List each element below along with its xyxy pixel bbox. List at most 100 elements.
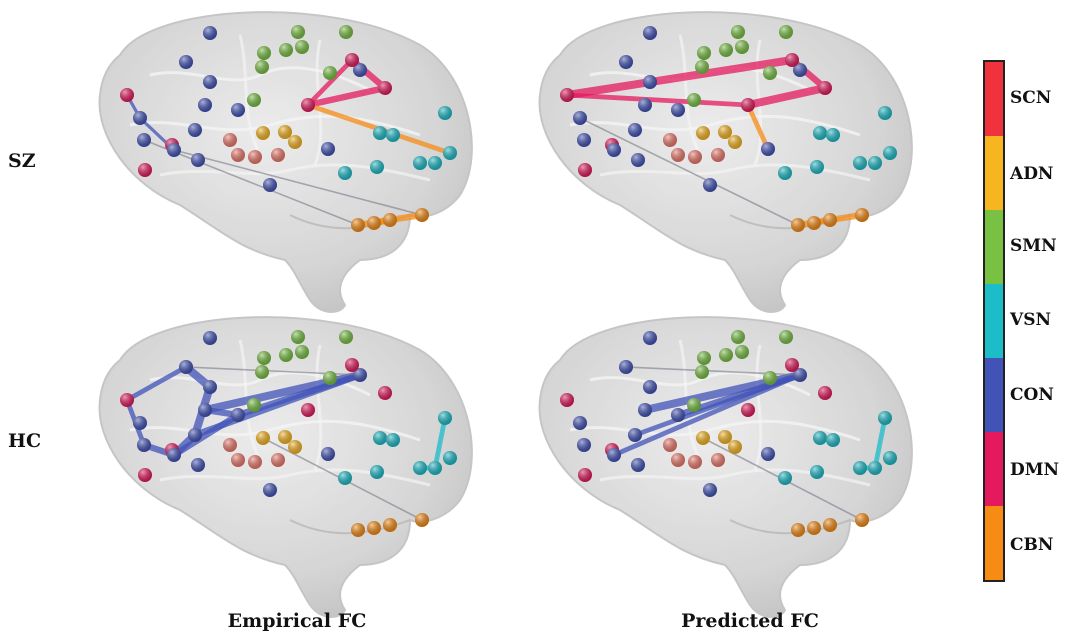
brain-node-shading [438, 106, 452, 120]
brain-node-shading [741, 403, 755, 417]
brain-node-shading [868, 461, 882, 475]
colorbar-label-smn: SMN [1010, 236, 1057, 256]
brain-node-shading [793, 63, 807, 77]
brain-node-shading [428, 156, 442, 170]
brain-node-shading [179, 55, 193, 69]
brain-node-shading [763, 66, 777, 80]
brain-node-shading [718, 430, 732, 444]
brain-node-shading [255, 365, 269, 379]
brain-node-shading [120, 393, 134, 407]
connection-edge [564, 92, 751, 108]
brain-node-shading [288, 440, 302, 454]
brain-node-shading [203, 331, 217, 345]
brain-node-shading [383, 213, 397, 227]
brain-node-shading [231, 453, 245, 467]
colorbar-segment-smn [985, 210, 1003, 284]
colorbar-label-con: CON [1010, 385, 1054, 405]
brain-node-shading [823, 213, 837, 227]
brain-node-shading [697, 46, 711, 60]
brain-node-shading [643, 26, 657, 40]
brain-node-shading [291, 25, 305, 39]
brain-node-shading [663, 133, 677, 147]
brain-node-shading [345, 358, 359, 372]
brain-node-shading [855, 208, 869, 222]
connection-edge [745, 102, 771, 152]
brain-node-shading [351, 523, 365, 537]
brain-node-shading [688, 150, 702, 164]
colorbar-segment-con [985, 358, 1003, 432]
brain-node-shading [301, 403, 315, 417]
brain-node-shading [386, 128, 400, 142]
connection-edge [173, 149, 423, 216]
brain-node-shading [607, 448, 621, 462]
brain-node-shading [607, 143, 621, 157]
brain-node-shading [203, 75, 217, 89]
brain-node-shading [696, 431, 710, 445]
brain-node-shading [643, 380, 657, 394]
brain-node-shading [271, 148, 285, 162]
brain-node-shading [741, 98, 755, 112]
brain-node-shading [761, 447, 775, 461]
brain-node-shading [231, 148, 245, 162]
brain-node-shading [823, 518, 837, 532]
brain-node-shading [663, 438, 677, 452]
brain-node-shading [137, 133, 151, 147]
brain-node-shading [711, 453, 725, 467]
colorbar-segment-scn [985, 62, 1003, 136]
connection-edge [744, 84, 829, 109]
brain-node-shading [853, 156, 867, 170]
brain-node-shading [778, 166, 792, 180]
brain-node-shading [198, 403, 212, 417]
brain-node-shading [826, 128, 840, 142]
brain-node-shading [671, 408, 685, 422]
brain-node-shading [696, 126, 710, 140]
brain-node-shading [631, 458, 645, 472]
brain-node-shading [883, 146, 897, 160]
brain-node-shading [203, 380, 217, 394]
brain-node-shading [728, 135, 742, 149]
brain-node-shading [578, 163, 592, 177]
brain-node-shading [703, 483, 717, 497]
brain-node-shading [578, 468, 592, 482]
brain-node-shading [853, 461, 867, 475]
brain-node-shading [256, 126, 270, 140]
brain-node-shading [338, 166, 352, 180]
brain-node-shading [728, 440, 742, 454]
brain-node-shading [413, 156, 427, 170]
brain-node-shading [353, 368, 367, 382]
brain-node-shading [428, 461, 442, 475]
brain-node-shading [295, 345, 309, 359]
brain-node-shading [719, 43, 733, 57]
colorbar-label-vsn: VSN [1010, 310, 1052, 330]
brain-node-shading [619, 360, 633, 374]
brain-node-shading [138, 468, 152, 482]
brain-node-shading [367, 216, 381, 230]
brain-node-shading [560, 88, 574, 102]
brain-node-shading [386, 433, 400, 447]
colorbar-segment-dmn [985, 432, 1003, 506]
brain-node-shading [731, 330, 745, 344]
colorbar-label-scn: SCN [1010, 88, 1052, 108]
brain-node-shading [351, 218, 365, 232]
brain-node-shading [763, 371, 777, 385]
brain-node-shading [288, 135, 302, 149]
brain-node-shading [779, 330, 793, 344]
brain-node-shading [256, 431, 270, 445]
brain-node-shading [628, 123, 642, 137]
brain-node-shading [878, 106, 892, 120]
brain-node-shading [791, 523, 805, 537]
brain-node-shading [231, 408, 245, 422]
brain-node-shading [138, 163, 152, 177]
colorbar-label-cbn: CBN [1010, 535, 1054, 555]
brain-node-shading [257, 46, 271, 60]
brain-node-shading [785, 358, 799, 372]
brain-node-shading [291, 330, 305, 344]
colorbar-label-dmn: DMN [1010, 460, 1060, 480]
brain-node-shading [257, 351, 271, 365]
brain-node-shading [813, 126, 827, 140]
col-label-predicted: Predicted FC [681, 610, 819, 632]
brain-node-shading [573, 111, 587, 125]
connection-edge [872, 415, 888, 471]
brain-node-shading [810, 160, 824, 174]
brain-node-shading [120, 88, 134, 102]
